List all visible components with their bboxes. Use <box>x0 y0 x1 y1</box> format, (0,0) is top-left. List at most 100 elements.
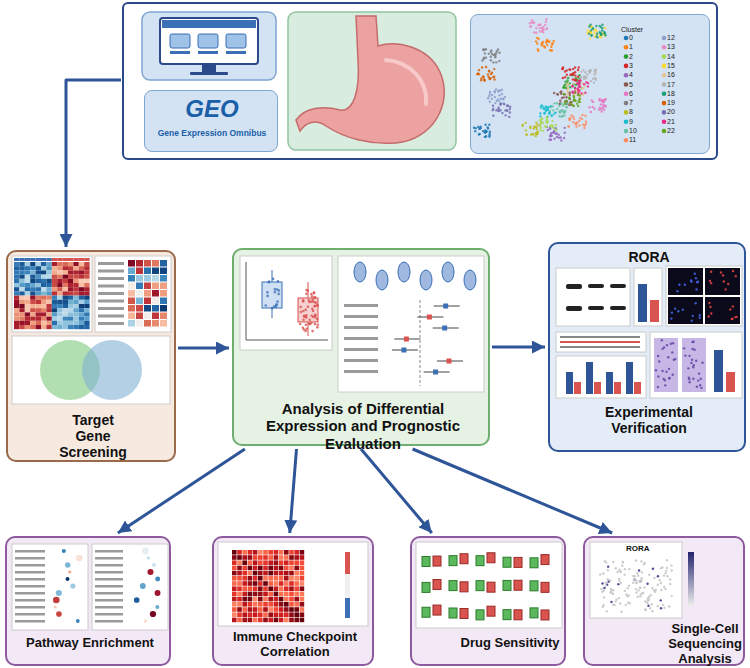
illustration-part <box>274 288 277 291</box>
illustration-part <box>253 612 258 617</box>
illustration-part <box>501 112 503 114</box>
illustration-part <box>273 305 276 308</box>
illustration-part <box>52 270 57 274</box>
illustration-part <box>84 275 89 279</box>
cluster-number: 16 <box>667 71 675 78</box>
illustration-part <box>693 349 695 351</box>
illustration-part <box>36 283 41 287</box>
illustration-part <box>344 370 378 373</box>
illustration-part <box>226 34 246 48</box>
illustration-part <box>541 610 549 620</box>
illustration-part <box>577 76 579 78</box>
illustration-part <box>300 586 305 591</box>
illustration-part <box>662 101 667 106</box>
illustration-part <box>566 372 573 394</box>
illustration-part <box>41 262 46 266</box>
illustration-part <box>660 567 662 569</box>
illustration-part <box>626 362 633 394</box>
illustration-part <box>572 83 574 85</box>
illustration-part <box>162 20 256 28</box>
illustration-part <box>584 75 586 77</box>
illustration-part <box>735 275 737 277</box>
illustration-part <box>36 300 41 304</box>
illustration-part <box>572 99 574 101</box>
illustration-part <box>279 560 284 565</box>
illustration-part <box>289 612 294 617</box>
node-title: Target Gene Screening <box>53 412 133 460</box>
illustration-part <box>572 116 574 118</box>
illustration-part <box>15 620 45 623</box>
illustration-part <box>587 29 589 31</box>
illustration-part <box>492 61 494 63</box>
illustration-part <box>482 49 484 51</box>
illustration-part <box>268 550 273 555</box>
illustration-part <box>691 348 693 350</box>
illustration-part <box>522 125 524 127</box>
illustration-part <box>707 315 709 317</box>
illustration-part <box>566 87 568 89</box>
illustration-part <box>541 582 549 592</box>
illustration-part <box>731 318 733 320</box>
illustration-part <box>564 103 566 105</box>
illustration-part <box>30 283 35 287</box>
illustration-part <box>253 618 258 623</box>
illustration-part <box>599 98 601 100</box>
illustration-part <box>274 576 279 581</box>
illustration-part <box>160 290 167 297</box>
illustration-part <box>588 25 590 27</box>
illustration-part <box>545 120 547 122</box>
illustration-part <box>73 279 78 283</box>
illustration-part <box>202 64 216 72</box>
illustration-part <box>248 618 253 623</box>
illustration-part <box>634 382 641 394</box>
illustration-part <box>237 581 242 586</box>
illustration-part <box>566 102 568 104</box>
illustration-part <box>697 379 699 381</box>
illustration-part <box>594 77 596 79</box>
illustration-part <box>610 284 626 288</box>
illustration-part <box>560 90 562 92</box>
illustration-part <box>602 106 604 108</box>
illustration-part <box>484 132 486 134</box>
illustration-part <box>136 268 143 275</box>
illustration-part <box>583 77 585 79</box>
illustration-part <box>529 127 531 129</box>
illustration-part <box>494 96 496 98</box>
illustration-part <box>313 305 316 308</box>
illustration-part <box>68 279 73 283</box>
illustration-part <box>568 68 570 70</box>
illustration-part <box>723 280 725 282</box>
illustration-part <box>483 79 485 81</box>
illustration-part <box>604 98 606 100</box>
illustration-part <box>624 101 629 106</box>
illustration-part <box>46 291 51 295</box>
illustration-part <box>589 32 591 34</box>
illustration-part <box>620 611 622 613</box>
illustration-part <box>237 602 242 607</box>
illustration-part <box>489 131 491 133</box>
illustration-part <box>657 575 659 577</box>
illustration-part <box>499 103 501 105</box>
illustration-part <box>15 578 45 581</box>
illustration-part <box>46 287 51 291</box>
illustration-part <box>492 108 494 110</box>
illustration-part <box>242 602 247 607</box>
illustration-part <box>294 560 299 565</box>
illustration-part <box>549 127 551 129</box>
illustration-part <box>30 266 35 270</box>
illustration-part <box>248 571 253 576</box>
illustration-part <box>19 325 24 329</box>
illustration-part <box>63 291 68 295</box>
node-title: Analysis of Differential Expression and … <box>244 400 482 452</box>
illustration-part <box>98 277 124 280</box>
illustration-part <box>600 36 602 38</box>
illustration-part <box>492 76 494 78</box>
cluster-number: 21 <box>667 118 675 125</box>
illustration-part <box>19 321 24 325</box>
illustration-part <box>248 550 253 555</box>
illustration-part <box>581 87 583 89</box>
illustration-part <box>36 317 41 321</box>
illustration-part <box>305 316 308 319</box>
illustration-part <box>299 306 302 309</box>
